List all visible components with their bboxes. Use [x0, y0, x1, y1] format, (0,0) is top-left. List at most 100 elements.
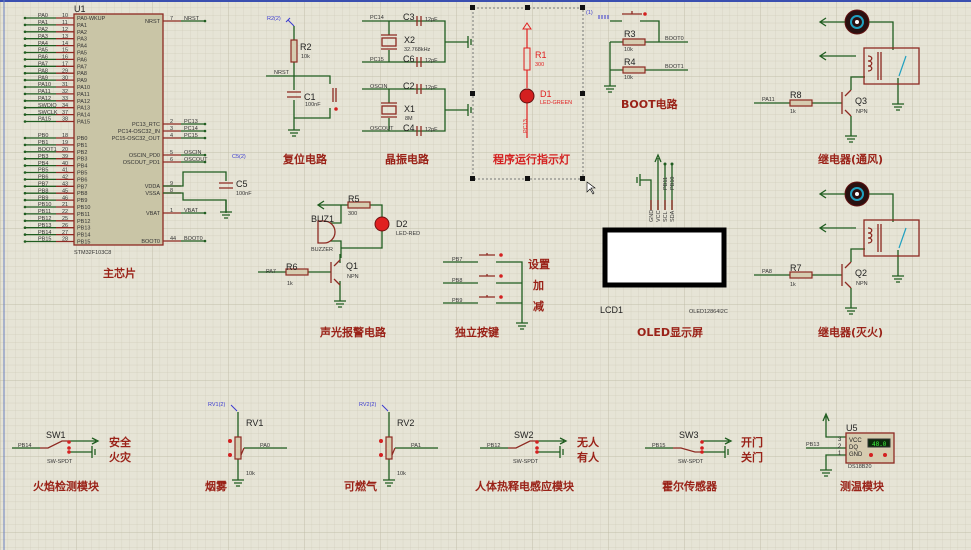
- r5-resistor[interactable]: [347, 201, 371, 209]
- relay-k1[interactable]: [863, 47, 920, 85]
- smoke-sensor[interactable]: RV1(2) RV1 PA0 10k 烟雾: [205, 402, 287, 493]
- oled-screen[interactable]: [602, 227, 727, 288]
- boot-circuit[interactable]: (1) R3 10k R4 10k BOOT0 BOOT1 BOOT电路: [586, 10, 688, 111]
- key-buttons[interactable]: [479, 253, 495, 298]
- relay-fire[interactable]: PA8 R7 1k Q2 NPN 继电器(灭火): [754, 181, 920, 339]
- d2-led[interactable]: [374, 216, 390, 232]
- net-terminal[interactable]: [23, 226, 27, 229]
- r7-resistor[interactable]: [789, 271, 813, 279]
- rv1-probe[interactable]: RV1(2): [208, 402, 225, 408]
- net-terminal[interactable]: [23, 58, 27, 61]
- spdt-switch[interactable]: [40, 440, 68, 449]
- net-terminal[interactable]: [23, 65, 27, 68]
- net-terminal[interactable]: [203, 136, 207, 140]
- c5-probe[interactable]: C5(2): [232, 154, 246, 160]
- temp-up-button[interactable]: [883, 453, 887, 457]
- net-terminal[interactable]: [23, 92, 27, 96]
- pir-module[interactable]: SW2 PB12 SW-SPDT 无人 有人 人体热释电感应模块: [475, 430, 600, 493]
- relay-k2[interactable]: [863, 219, 920, 257]
- net-terminal[interactable]: [203, 153, 207, 157]
- selection-handles[interactable]: [470, 5, 585, 181]
- ds18b20-body[interactable]: [845, 432, 895, 464]
- mcu-body[interactable]: [73, 13, 164, 246]
- q2-transistor[interactable]: [841, 261, 852, 289]
- temp-module[interactable]: 48.0 U5 PB13 3 2 1 VCC DQ GND DS18B20 测温…: [806, 412, 895, 493]
- net-terminal[interactable]: [23, 37, 27, 40]
- temp-down-button[interactable]: [869, 453, 873, 457]
- net-terminal[interactable]: [203, 19, 207, 23]
- mcu-ref: U1: [74, 4, 86, 14]
- net-terminal[interactable]: [23, 136, 27, 140]
- net-terminal[interactable]: [203, 129, 207, 133]
- net-terminal[interactable]: [23, 23, 27, 27]
- net-terminal[interactable]: [23, 78, 27, 82]
- net-terminal[interactable]: [23, 106, 27, 109]
- pin-number: 10: [62, 13, 68, 19]
- gas-sensor[interactable]: RV2(2) RV2 PA1 10k 可燃气: [344, 402, 438, 493]
- d1-led[interactable]: [519, 88, 535, 104]
- rv2-probe[interactable]: RV2(2): [359, 402, 376, 408]
- q1-transistor[interactable]: [330, 259, 341, 286]
- relay-fan[interactable]: PA11 R8 1k Q3 NPN 继电器(通风): [754, 9, 920, 166]
- net-terminal[interactable]: [23, 233, 27, 236]
- net-terminal[interactable]: [203, 160, 207, 164]
- reset-probe[interactable]: R2(2): [267, 16, 281, 22]
- net-terminal[interactable]: [23, 120, 27, 123]
- run-led-circuit[interactable]: R1 300 D1 LED-GREEN PC13 程序运行指示灯: [470, 5, 596, 195]
- net-terminal[interactable]: [203, 122, 207, 126]
- pin-number: 2: [170, 119, 173, 125]
- net-terminal[interactable]: [203, 239, 207, 243]
- net-terminal[interactable]: [23, 150, 27, 154]
- net-terminal[interactable]: [23, 205, 27, 209]
- hall-module[interactable]: SW3 PB15 SW-SPDT 开门 关门 霍尔传感器: [645, 430, 763, 493]
- pin-name: PA3: [77, 37, 87, 43]
- net-terminal[interactable]: [23, 51, 27, 54]
- net-terminal[interactable]: [23, 191, 27, 195]
- r3-resistor[interactable]: [622, 38, 646, 46]
- net-terminal[interactable]: [23, 157, 27, 160]
- net-terminal[interactable]: [23, 198, 27, 202]
- net-terminal[interactable]: [23, 30, 27, 34]
- flame-module[interactable]: SW1 PB14 SW-SPDT 安全 火灾 火焰检测模块: [12, 430, 132, 493]
- x2-crystal[interactable]: [381, 37, 397, 47]
- temp-display[interactable]: [867, 438, 891, 448]
- pin-name: PB12: [77, 219, 90, 225]
- crystal-circuit[interactable]: PC14 PC15 OSCIN OSCOUT C3 C6 C2 C4 12pF …: [362, 12, 472, 166]
- net-terminal[interactable]: [23, 171, 27, 174]
- oled-display[interactable]: PB11 PB10 GND VCC SCL SDA LCD1 OLED12864…: [600, 153, 728, 339]
- r4-resistor[interactable]: [622, 66, 646, 74]
- r8-resistor[interactable]: [789, 99, 813, 107]
- net-terminal[interactable]: [23, 113, 27, 116]
- net-terminal[interactable]: [203, 211, 207, 215]
- q3-transistor[interactable]: [841, 89, 852, 117]
- reset-circuit[interactable]: R2(2) R2 10k NRST C1 100nF 复位电路: [266, 16, 338, 166]
- keys-circuit[interactable]: PB7 PB8 PB9 设置 加 减 独立按键: [443, 253, 550, 339]
- net-terminal[interactable]: [23, 99, 27, 103]
- r2-resistor[interactable]: [290, 39, 298, 63]
- buzzer-icon[interactable]: [317, 220, 336, 244]
- boot-button[interactable]: [622, 11, 642, 15]
- net-terminal[interactable]: [23, 219, 27, 223]
- net-terminal[interactable]: [23, 185, 27, 188]
- net-terminal[interactable]: [23, 240, 27, 243]
- net-terminal[interactable]: [23, 178, 27, 181]
- net-terminal[interactable]: [23, 85, 27, 89]
- net-terminal[interactable]: [23, 164, 27, 167]
- rv1-pot[interactable]: [234, 436, 242, 460]
- alarm-circuit[interactable]: R5 300 BUZ1 BUZZER D2 LED-RED PA7 R6 1k …: [258, 194, 420, 339]
- net-terminal[interactable]: [23, 16, 27, 20]
- net-terminal[interactable]: [23, 212, 27, 216]
- reset-button[interactable]: [332, 88, 337, 102]
- net-terminal[interactable]: [23, 143, 27, 147]
- x1-crystal[interactable]: [381, 105, 397, 115]
- net-terminal[interactable]: [23, 44, 27, 47]
- net-terminal[interactable]: [23, 71, 27, 75]
- r1-resistor[interactable]: [523, 47, 531, 71]
- spdt-switch[interactable]: [673, 447, 701, 453]
- spdt-switch[interactable]: [508, 440, 536, 449]
- rv2-pot[interactable]: [385, 436, 393, 460]
- boot-probe[interactable]: (1): [586, 10, 593, 16]
- r6-resistor[interactable]: [285, 268, 309, 276]
